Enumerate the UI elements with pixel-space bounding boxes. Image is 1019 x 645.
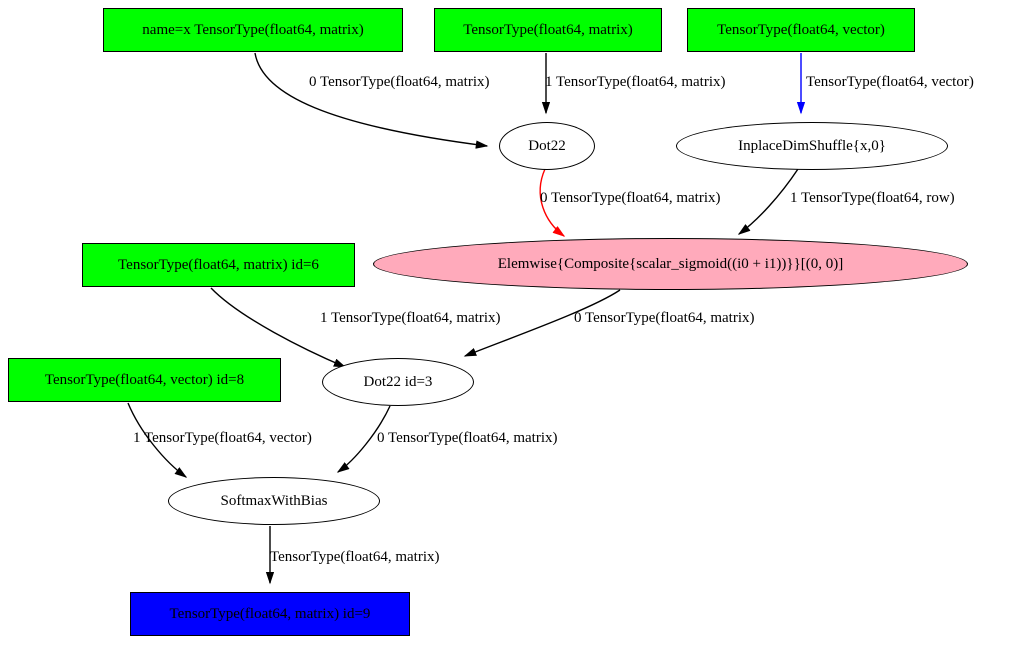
edge-label: 1 TensorType(float64, matrix) bbox=[545, 74, 726, 90]
graph-node-out[interactable]: TensorType(float64, matrix) id=9 bbox=[130, 592, 410, 636]
graph-edge bbox=[210, 287, 347, 368]
graph-edge bbox=[336, 405, 391, 473]
graph-node-label: name=x TensorType(float64, matrix) bbox=[142, 21, 364, 38]
graph-node-dimshuf[interactable]: InplaceDimShuffle{x,0} bbox=[676, 122, 948, 170]
graph-edge bbox=[463, 289, 621, 357]
graph-edge bbox=[127, 402, 188, 478]
graph-node-label: TensorType(float64, matrix) id=6 bbox=[118, 256, 319, 273]
edge-label: 0 TensorType(float64, matrix) bbox=[309, 74, 490, 90]
graph-node-label: TensorType(float64, vector) bbox=[717, 21, 885, 38]
graph-node-label: Dot22 id=3 bbox=[363, 373, 433, 390]
graph-node-x[interactable]: name=x TensorType(float64, matrix) bbox=[103, 8, 403, 52]
graph-node-b1[interactable]: TensorType(float64, vector) bbox=[687, 8, 915, 52]
graph-edge bbox=[737, 168, 799, 235]
graph-node-softmax[interactable]: SoftmaxWithBias bbox=[168, 477, 380, 525]
graph-edge bbox=[539, 168, 566, 237]
graph-node-b2[interactable]: TensorType(float64, vector) id=8 bbox=[8, 358, 281, 402]
graph-node-w1[interactable]: TensorType(float64, matrix) bbox=[434, 8, 662, 52]
edge-label: 0 TensorType(float64, matrix) bbox=[574, 310, 755, 326]
graph-edge bbox=[254, 52, 489, 149]
graph-node-dot22id3[interactable]: Dot22 id=3 bbox=[322, 358, 474, 406]
edge-label: 1 TensorType(float64, row) bbox=[790, 190, 955, 206]
edge-label: 1 TensorType(float64, vector) bbox=[133, 430, 312, 446]
graph-node-label: Dot22 bbox=[528, 137, 566, 154]
graph-node-label: Elemwise{Composite{scalar_sigmoid((i0 + … bbox=[497, 255, 844, 272]
graph-node-elemwise[interactable]: Elemwise{Composite{scalar_sigmoid((i0 + … bbox=[373, 238, 968, 290]
edge-label: TensorType(float64, matrix) bbox=[270, 549, 440, 565]
edge-label: 0 TensorType(float64, matrix) bbox=[540, 190, 721, 206]
graph-node-label: TensorType(float64, matrix) id=9 bbox=[169, 605, 371, 622]
graph-node-w2[interactable]: TensorType(float64, matrix) id=6 bbox=[82, 243, 355, 287]
edge-label: 1 TensorType(float64, matrix) bbox=[320, 310, 501, 326]
graph-node-dot22[interactable]: Dot22 bbox=[499, 122, 595, 170]
edge-label: 0 TensorType(float64, matrix) bbox=[377, 430, 558, 446]
graph-node-label: TensorType(float64, vector) id=8 bbox=[44, 371, 245, 388]
edge-label: TensorType(float64, vector) bbox=[806, 74, 974, 90]
graph-node-label: InplaceDimShuffle{x,0} bbox=[738, 137, 886, 154]
graph-node-label: SoftmaxWithBias bbox=[220, 492, 328, 509]
graph-node-label: TensorType(float64, matrix) bbox=[463, 21, 633, 38]
